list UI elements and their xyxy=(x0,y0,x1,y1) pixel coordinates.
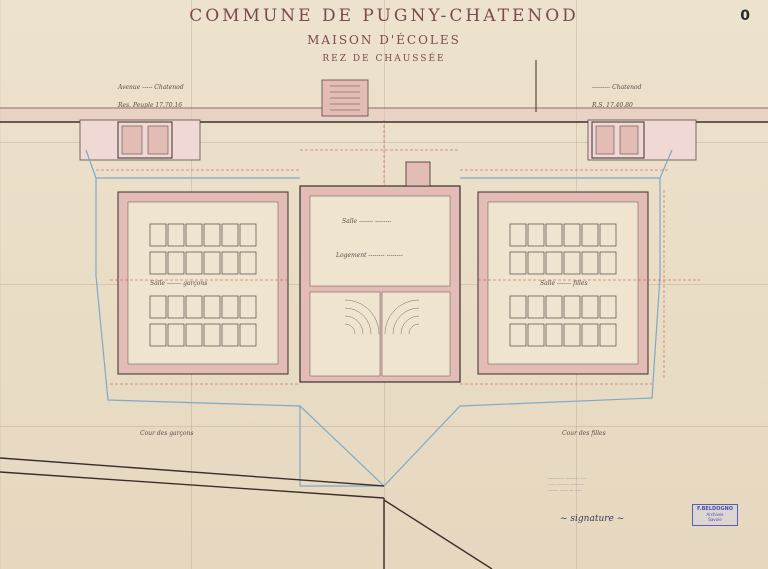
commune-title: COMMUNE DE PUGNY-CHATENOD xyxy=(189,6,579,26)
annotation: Avenue ----- Chatenod xyxy=(118,84,184,91)
chimney-annex xyxy=(405,161,431,187)
latrines-right xyxy=(587,119,697,161)
road-band xyxy=(0,109,768,121)
annotation: Cour des filles xyxy=(562,430,606,437)
desk-group xyxy=(149,223,617,347)
annotation: --------- Chatenod xyxy=(592,84,642,91)
annotation: Salle ------- -------- xyxy=(342,218,392,225)
annotation: Salle ------- filles xyxy=(540,280,588,287)
signature-icon: ~ signature ~ xyxy=(560,514,625,524)
level-title: REZ DE CHAUSSÉE xyxy=(322,54,446,64)
stamp-line: Archives xyxy=(706,512,724,517)
central-block xyxy=(299,185,461,383)
survey-lines xyxy=(0,457,493,569)
annotation: Cour des garçons xyxy=(140,430,194,437)
dimension-lines xyxy=(96,120,700,385)
stamp-line: Savoie xyxy=(708,517,722,522)
latrines-left xyxy=(79,119,201,161)
fold-line xyxy=(0,426,768,427)
approval-note: ------------ ---------- --------- ------… xyxy=(548,476,586,493)
building-title: MAISON D'ÉCOLES xyxy=(307,33,461,47)
annotation: Logement -------- -------- xyxy=(336,252,403,259)
annotation: Salle ------- garçons xyxy=(150,280,208,287)
stamp-code: F.BELDOGNO xyxy=(697,506,733,512)
stamp-icon: F.BELDOGNO Archives Savoie xyxy=(692,504,738,526)
sheet-number: 0 xyxy=(740,8,750,24)
annotation: Res. Peuple 17.70.16 xyxy=(118,102,183,109)
annotation: R.S. 17.40.80 xyxy=(592,102,633,109)
